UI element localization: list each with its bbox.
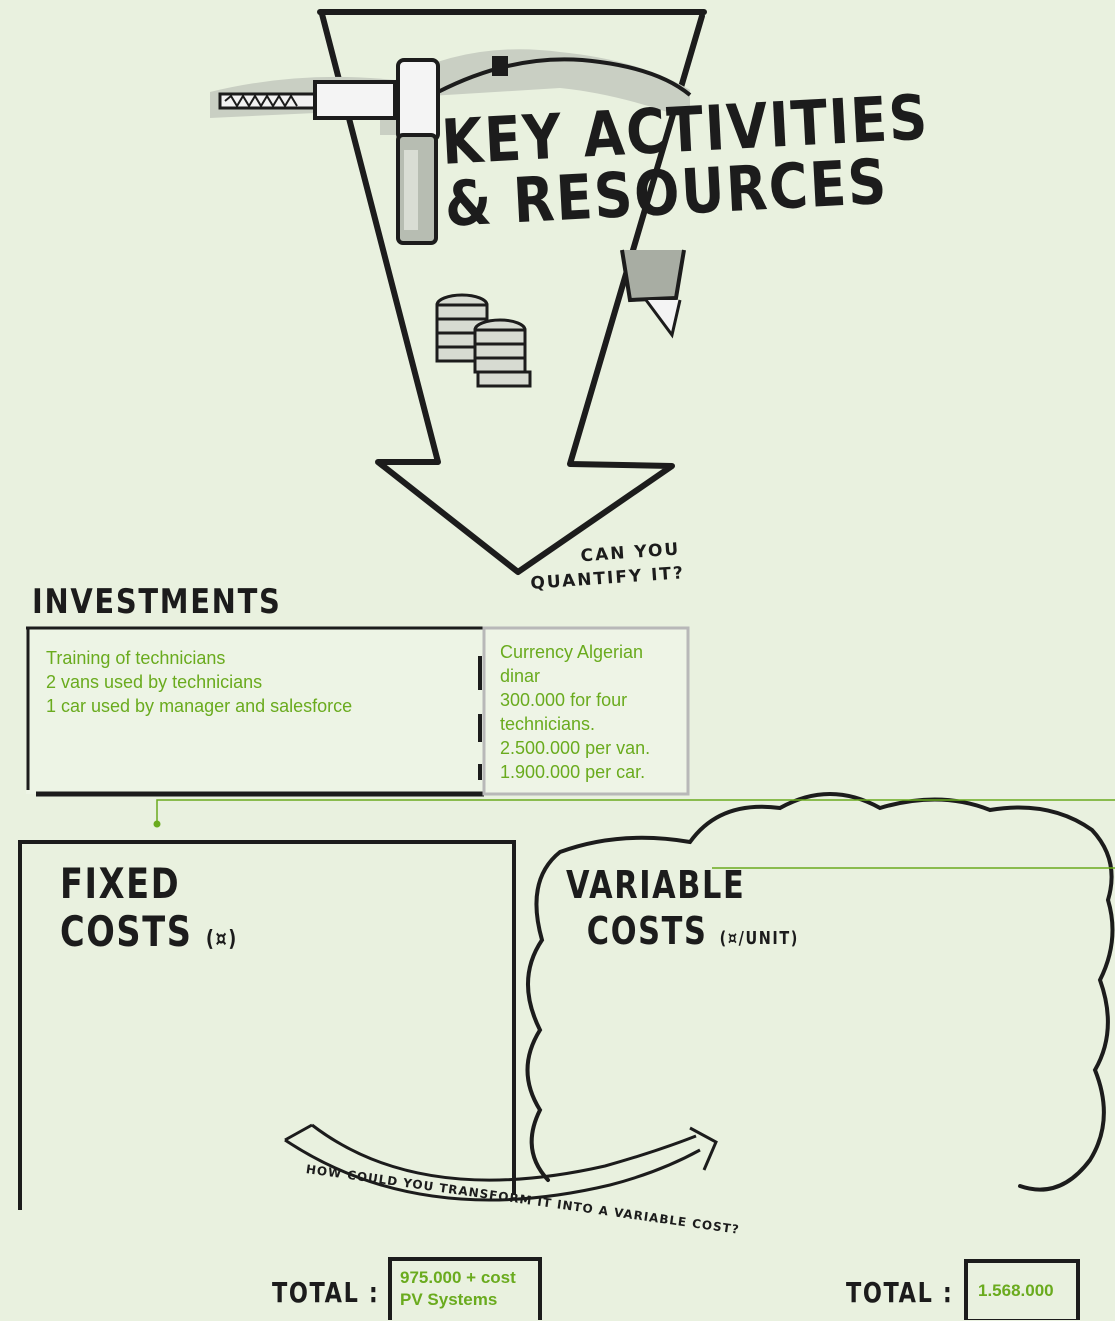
connector-dot [153,820,161,828]
list-item: 2 vans used by technicians [46,672,263,692]
list-item: 2.500.000 per van. [500,738,651,758]
down-arrow-icon [317,9,707,575]
variable-costs-cloud [525,792,1115,1192]
fixed-total-label: TOTAL : [272,1276,380,1309]
fixed-total-line-2: PV Systems [400,1290,498,1309]
variable-total-frame [964,1259,1080,1320]
variable-costs-unit: (¤/UNIT) [719,928,799,949]
list-item: 1.900.000 per car. [500,762,646,782]
investment-items: Training of technicians 2 vans used by t… [46,646,352,718]
coins-icon [435,293,532,388]
list-item: Training of technicians [46,648,226,668]
fixed-costs-line-1: FIXED [60,859,181,908]
investments-heading: INVESTMENTS [32,582,282,622]
investment-values: Currency Algerian dinar 300.000 for four… [500,640,650,784]
fixed-total-frame [388,1257,542,1320]
fixed-costs-line-2-row: COSTS (¤) [60,908,238,964]
variable-total-value: 1.568.000 [978,1281,1054,1300]
drill-icon [210,49,692,339]
variable-costs-line-1: VARIABLE [566,863,746,907]
variable-costs-line-2: COSTS [586,909,708,953]
fixed-costs-box [18,840,516,1210]
fixed-costs-unit: (¤) [205,927,238,952]
fixed-total-value: 975.000 + cost PV Systems [392,1261,538,1321]
list-item: 1 car used by manager and salesforce [46,696,353,716]
curved-arrow-icon [284,1123,718,1202]
list-item: technicians. [500,714,596,734]
connector-lines [156,799,1115,869]
list-item: Currency Algerian [500,642,644,662]
fixed-total-line-1: 975.000 + cost [400,1268,516,1287]
fixed-costs-heading: FIXED COSTS (¤) [60,860,238,964]
page-title: KEY ACTIVITIES & RESOURCES [440,80,934,240]
list-item: 300.000 for four [500,690,628,710]
variable-costs-line-2-row: COSTS (¤/UNIT) [587,908,799,962]
fixed-costs-line-2: COSTS [60,907,193,956]
list-item: dinar [500,666,541,686]
investments-box [26,626,690,797]
variable-total-label: TOTAL : [846,1276,954,1309]
variable-costs-heading: VARIABLE COSTS (¤/UNIT) [566,862,799,962]
